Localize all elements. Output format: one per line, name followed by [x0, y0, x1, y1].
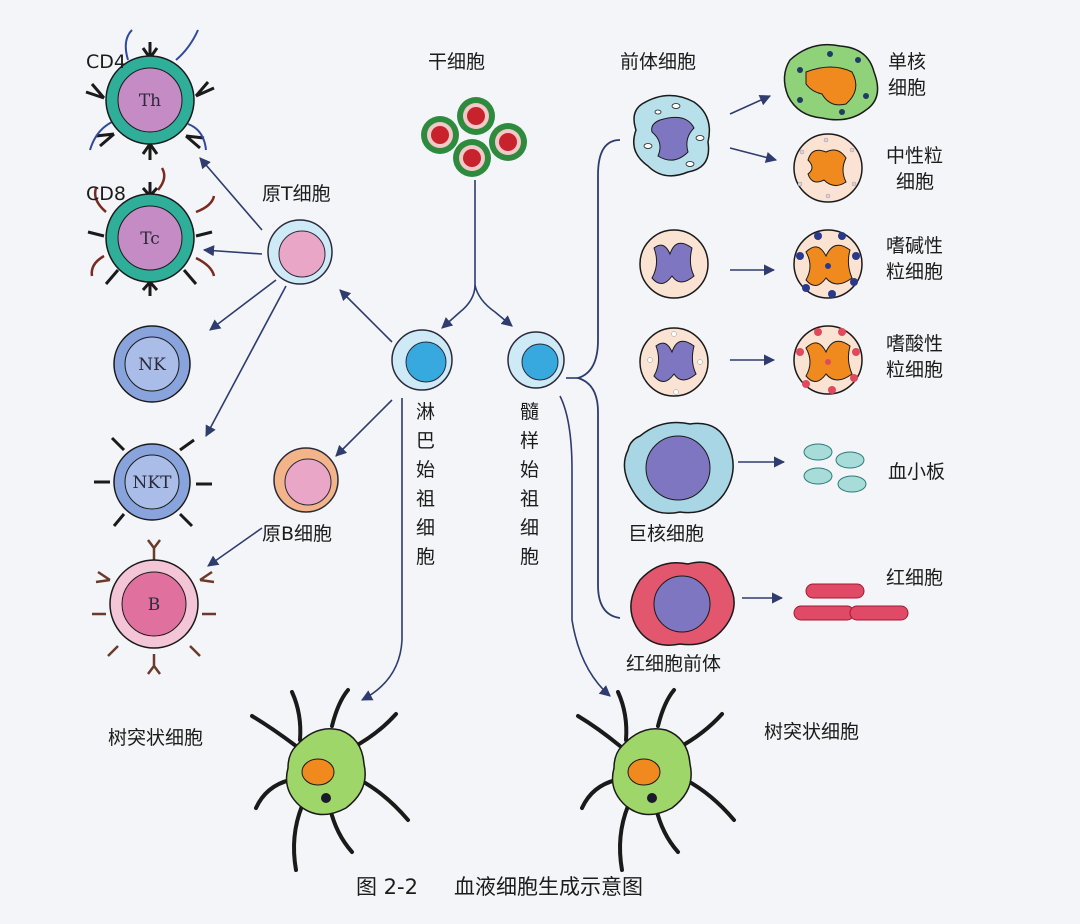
figure-title: 血液细胞生成示意图 [454, 875, 643, 899]
nkt-label: NKT [133, 473, 173, 493]
pro-t-cell [267, 219, 333, 285]
precursor-cell [633, 94, 711, 177]
arrow-precursor-to-neutrophil [729, 147, 778, 163]
neutrophil-label-1: 中性粒 [886, 145, 943, 167]
arrow-lymphoid-to-pro-t [339, 289, 393, 343]
pro-t-label: 原T细胞 [262, 183, 331, 205]
eosinophil-label-1: 嗜酸性 [886, 333, 943, 355]
tc-label: Tc [140, 229, 160, 249]
nk-cell: NK [113, 325, 191, 403]
red-cells [793, 583, 909, 621]
th-label: Th [139, 91, 161, 111]
arrow-lymphoid-to-pro-b [335, 399, 393, 457]
myeloid-progenitor-label: 髓样始祖细胞 [520, 401, 539, 568]
megakaryocyte-label: 巨核细胞 [628, 523, 704, 545]
neutrophil-label-2: 细胞 [896, 171, 934, 193]
myeloid-progenitor-cell [507, 331, 565, 389]
tc-cell: Tc [87, 167, 216, 296]
b-label: B [148, 595, 161, 615]
platelet-label: 血小板 [888, 461, 945, 483]
lymphoid-progenitor-label: 淋巴始祖细胞 [416, 401, 435, 568]
pro-b-label: 原B细胞 [262, 523, 332, 545]
nk-label: NK [138, 355, 166, 375]
stem-cell-4 [453, 139, 491, 177]
pro-b-cell [273, 447, 339, 513]
figure-number: 图 2-2 [356, 875, 418, 899]
myeloid-brace [574, 139, 621, 619]
eosinophil-precursor-cell [639, 327, 709, 397]
monocyte-cell [783, 43, 879, 121]
arrow-pro-b-to-b [207, 527, 263, 567]
stem-cell-3 [489, 123, 527, 161]
arrow-stem-to-lymphoid [441, 180, 476, 329]
dendritic-cell-left [250, 688, 410, 872]
eosinophil-cell [793, 325, 863, 395]
arrow-pro-t-to-th [199, 157, 263, 231]
cd4-label: CD4 [86, 51, 126, 73]
cd8-label: CD8 [86, 183, 126, 205]
b-cell: B [92, 539, 216, 675]
nkt-cell: NKT [94, 436, 212, 528]
dendritic-left-label: 树突状细胞 [108, 727, 203, 749]
arrow-precursor-to-monocyte [729, 95, 772, 115]
arrow-pro-t-to-tc [202, 245, 263, 257]
stem-cell-cluster [421, 97, 527, 177]
basophil-cell [793, 229, 863, 299]
arrow-pro-t-to-nkt [205, 285, 287, 437]
platelets [803, 443, 867, 493]
dendritic-cell-right [576, 688, 736, 872]
erythroid-precursor-label: 红细胞前体 [626, 653, 721, 675]
basophil-label-2: 粒细胞 [886, 261, 943, 283]
arrow-stem-to-myeloid [474, 284, 513, 327]
neutrophil-cell [793, 133, 863, 203]
basophil-precursor-cell [639, 229, 709, 299]
stem-cell-label: 干细胞 [428, 51, 485, 73]
precursor-label: 前体细胞 [620, 51, 696, 73]
arrow-myeloid-to-dendritic [559, 395, 611, 697]
red-cell-label: 红细胞 [886, 567, 943, 589]
stem-cell-1 [421, 116, 459, 154]
megakaryocyte-cell [623, 421, 734, 514]
monocyte-label-1: 单核 [888, 51, 926, 73]
arrow-lymphoid-to-dendritic [361, 398, 403, 701]
stem-cell-2 [457, 97, 495, 135]
eosinophil-label-2: 粒细胞 [886, 359, 943, 381]
lymphoid-progenitor-cell [391, 329, 453, 391]
basophil-label-1: 嗜碱性 [886, 235, 943, 257]
erythroid-precursor-cell [630, 561, 735, 646]
monocyte-label-2: 细胞 [888, 77, 926, 99]
th-cell: Th [85, 29, 215, 160]
dendritic-right-label: 树突状细胞 [764, 721, 859, 743]
arrow-pro-t-to-nk [209, 279, 277, 331]
